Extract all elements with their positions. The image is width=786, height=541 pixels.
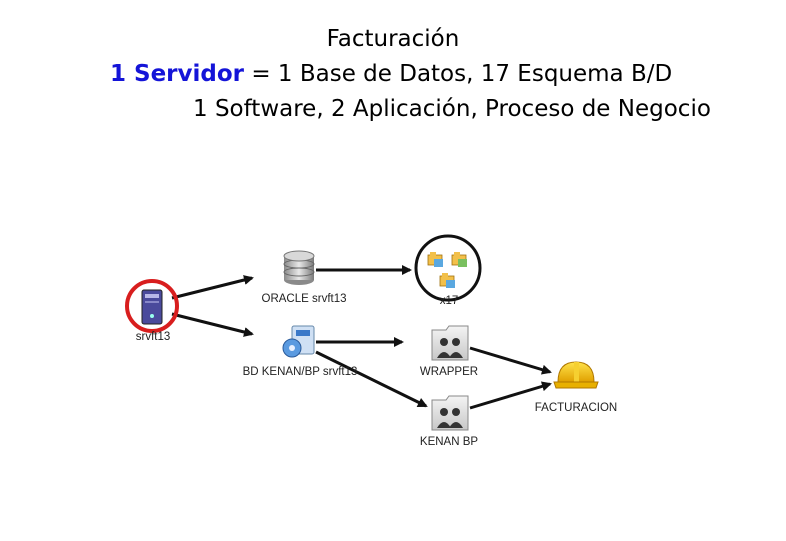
edge-server-kenan — [171, 312, 254, 337]
label-kenan-db: BD KENAN/BP srvft13 — [243, 366, 358, 378]
kenan-bp-node: KENAN BP — [420, 395, 478, 448]
schemas-node: x17 — [414, 234, 482, 307]
label-wrapper: WRAPPER — [420, 366, 478, 378]
label-kenan-bp: KENAN BP — [420, 436, 478, 448]
subtitle-rest: = 1 Base de Datos, 17 Esquema B/D — [244, 61, 673, 87]
database-icon — [283, 250, 315, 285]
server-node: srvft13 — [125, 279, 179, 343]
edge-server-oracle — [171, 275, 254, 300]
edge-wrapper-facturacion — [469, 346, 552, 375]
edge-kenanbp-facturacion — [469, 381, 552, 410]
label-schemas: x17 — [440, 295, 459, 307]
schema-folder-icon — [427, 252, 443, 267]
slide-subtitle: 1 Servidor = 1 Base de Datos, 17 Esquema… — [110, 61, 672, 87]
oracle-node: ORACLE srvft13 — [262, 250, 347, 305]
slide-subtitle-2: 1 Software, 2 Aplicación, Proceso de Neg… — [193, 96, 711, 122]
software-install-icon — [282, 325, 315, 358]
slide-title: Facturación — [326, 26, 460, 52]
edge-kenan-kenanbp — [315, 350, 428, 408]
schema-folder-icon — [451, 252, 467, 267]
label-oracle: ORACLE srvft13 — [262, 293, 347, 305]
label-facturacion: FACTURACION — [535, 402, 617, 414]
subtitle-highlight: 1 Servidor — [110, 61, 245, 87]
group-folder-icon — [431, 325, 469, 361]
facturacion-node: FACTURACION — [535, 361, 617, 414]
wrapper-node: WRAPPER — [420, 325, 478, 378]
title-block: Facturación 1 Servidor = 1 Base de Datos… — [0, 0, 786, 140]
alert-ring-icon — [125, 279, 179, 333]
label-server: srvft13 — [136, 331, 171, 343]
hard-hat-icon — [553, 361, 599, 389]
edges — [171, 265, 552, 410]
kenan-db-node: BD KENAN/BP srvft13 — [243, 325, 358, 378]
group-folder-icon — [431, 395, 469, 431]
cluster-ring-icon — [414, 234, 482, 302]
schema-folder-icon — [439, 273, 455, 288]
server-icon — [141, 289, 163, 325]
